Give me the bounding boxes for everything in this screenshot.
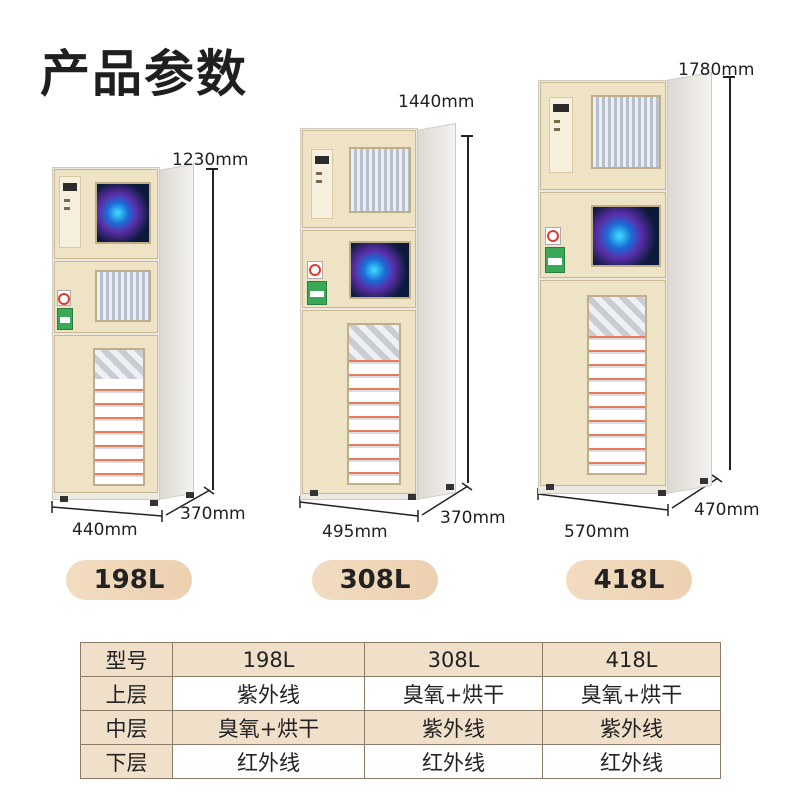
width-label: 440mm: [72, 520, 138, 540]
height-label: 1780mm: [678, 60, 755, 80]
upper-door: [54, 169, 158, 259]
warning-sticker: [307, 261, 323, 279]
table-row: 下层 红外线 红外线 红外线: [80, 744, 721, 779]
control-panel: [311, 149, 333, 219]
warning-sticker: [545, 227, 561, 245]
lower-door: [54, 335, 158, 493]
width-label: 495mm: [322, 522, 388, 542]
height-line: [212, 168, 214, 490]
width-label: 570mm: [564, 522, 630, 542]
middle-door: [54, 261, 158, 333]
table-cell: 紫外线: [172, 676, 365, 711]
lower-window: [347, 323, 401, 485]
table-cell: 臭氧+烘干: [172, 710, 365, 745]
spec-table: 型号 198L 308L 418L 上层 紫外线 臭氧+烘干 臭氧+烘干 中层 …: [80, 642, 721, 779]
table-cell: 红外线: [364, 744, 543, 779]
depth-label: 370mm: [180, 504, 246, 524]
upper-window: [349, 147, 411, 213]
energy-label: [307, 281, 327, 305]
table-cell: 臭氧+烘干: [364, 676, 543, 711]
upper-door: [540, 82, 666, 190]
table-cell: 紫外线: [542, 710, 721, 745]
middle-window: [349, 241, 411, 299]
cabinet-side: [416, 122, 456, 500]
table-header-cell: 型号: [80, 642, 173, 677]
upper-window: [95, 182, 151, 244]
lower-window: [587, 295, 647, 475]
table-header-cell: 198L: [172, 642, 365, 677]
row-header-cell: 下层: [80, 744, 173, 779]
upper-window: [591, 95, 661, 169]
cabinet-side: [666, 71, 712, 494]
table-header-cell: 418L: [542, 642, 721, 677]
row-header-cell: 中层: [80, 710, 173, 745]
height-label: 1230mm: [172, 150, 249, 170]
row-header-cell: 上层: [80, 676, 173, 711]
middle-door: [540, 192, 666, 278]
height-label: 1440mm: [398, 92, 475, 112]
depth-label: 470mm: [694, 500, 760, 520]
middle-window: [95, 270, 151, 322]
table-cell: 红外线: [542, 744, 721, 779]
table-row: 中层 臭氧+烘干 紫外线 紫外线: [80, 710, 721, 745]
capacity-badge: 198L: [66, 560, 192, 600]
control-panel: [59, 176, 81, 248]
control-panel: [549, 97, 573, 173]
lower-door: [540, 280, 666, 486]
lower-window: [93, 348, 145, 486]
middle-window: [591, 205, 661, 267]
warning-sticker: [57, 290, 71, 306]
table-cell: 臭氧+烘干: [542, 676, 721, 711]
middle-door: [302, 230, 416, 308]
table-row: 上层 紫外线 臭氧+烘干 臭氧+烘干: [80, 676, 721, 711]
depth-label: 370mm: [440, 508, 506, 528]
height-line: [729, 76, 731, 470]
height-line: [467, 135, 469, 483]
lower-door: [302, 310, 416, 494]
cabinet-side: [158, 163, 194, 500]
capacity-badge: 418L: [566, 560, 692, 600]
page-title: 产品参数: [40, 45, 248, 103]
table-cell: 红外线: [172, 744, 365, 779]
energy-label: [57, 308, 73, 330]
table-header-cell: 308L: [364, 642, 543, 677]
upper-door: [302, 130, 416, 228]
capacity-badge: 308L: [312, 560, 438, 600]
table-header-row: 型号 198L 308L 418L: [80, 642, 721, 677]
energy-label: [545, 247, 565, 273]
table-cell: 紫外线: [364, 710, 543, 745]
